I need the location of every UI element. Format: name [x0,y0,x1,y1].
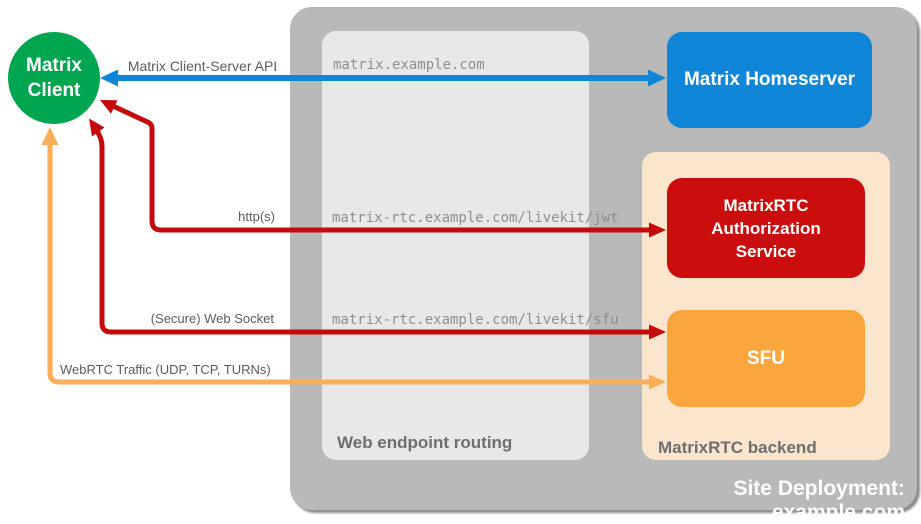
matrix-homeserver-label: Matrix Homeserver [683,69,856,90]
matrixrtc-auth-service-node: MatrixRTC Authorization Service [667,178,865,278]
matrixrtc-backend-label: MatrixRTC backend [658,438,817,457]
web-endpoint-routing-label: Web endpoint routing [337,433,513,452]
secure-web-socket-label: (Secure) Web Socket [150,311,274,326]
endpoint-livekit-sfu: matrix-rtc.example.com/livekit/sfu [332,312,619,328]
matrixrtc-auth-service-label: MatrixRTC Authorization Service [711,195,821,261]
endpoint-livekit-jwt: matrix-rtc.example.com/livekit/jwt [332,210,619,226]
endpoint-matrix-example-com: matrix.example.com [333,57,485,73]
sfu-node: SFU [667,310,865,407]
sfu-label: SFU [747,347,785,369]
webrtc-traffic-label: WebRTC Traffic (UDP, TCP, TURNs) [60,362,271,377]
client-server-api-label: Matrix Client-Server API [127,58,278,74]
site-deployment-label: Site Deployment: example.com [733,477,905,524]
matrix-client-label: Matrix Client [26,55,82,101]
https-label: http(s) [238,209,275,224]
web-endpoint-routing-panel [322,31,589,460]
matrix-homeserver-node: Matrix Homeserver [667,32,872,128]
matrix-client-node: Matrix Client [8,32,100,124]
